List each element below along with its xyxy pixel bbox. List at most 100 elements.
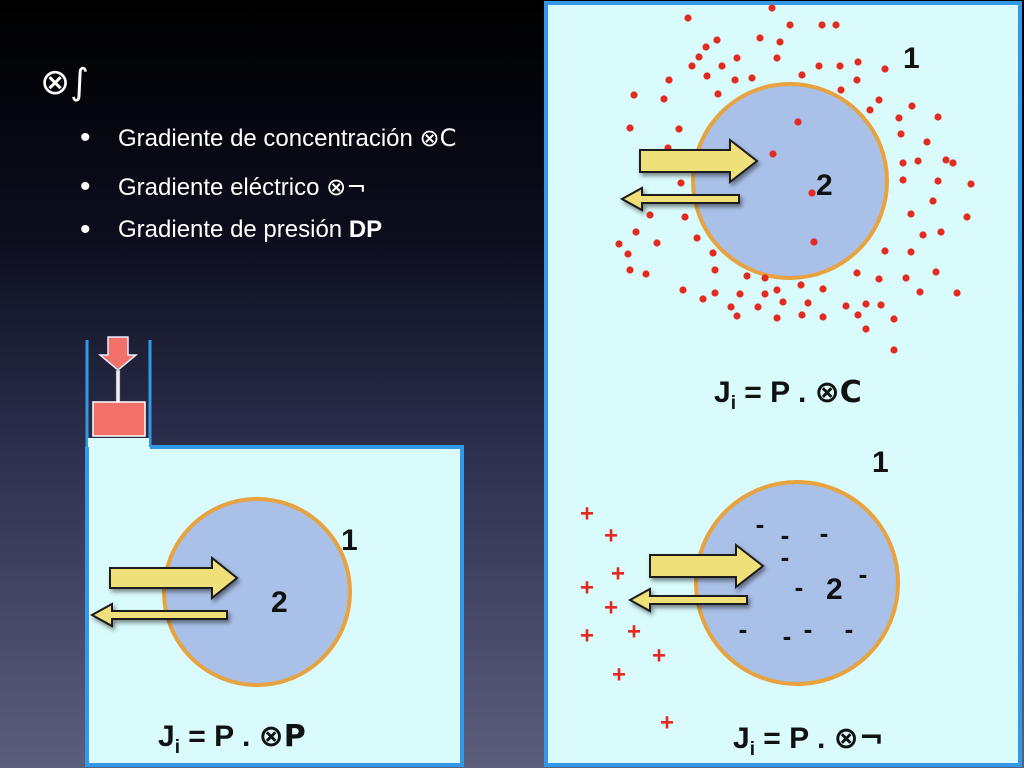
formula-subscript: i (175, 737, 180, 758)
particle-dot (908, 102, 916, 110)
influx-arrow-icon (639, 137, 759, 185)
particle-dot (875, 275, 883, 283)
particle-dot (895, 114, 903, 122)
particle-dot (810, 238, 818, 246)
particle-dot (761, 274, 769, 282)
particle-dot (914, 157, 922, 165)
particle-dot (877, 301, 885, 309)
particle-dot (684, 14, 692, 22)
bullet-text: Gradiente eléctrico ⊗¬ (118, 173, 366, 202)
negative-charge: - (859, 559, 868, 589)
particle-dot (907, 248, 915, 256)
negative-charge: - (781, 542, 790, 572)
particle-dot (702, 43, 710, 51)
particle-dot (769, 150, 777, 158)
particle-dot (929, 197, 937, 205)
particle-dot (794, 118, 802, 126)
bullet-concentration: • Gradiente de concentración ⊗C (80, 123, 456, 153)
particle-dot (626, 124, 634, 132)
formula-subscript: i (750, 739, 755, 760)
negative-charge: - (739, 614, 748, 644)
particle-dot (679, 286, 687, 294)
particle-dot (797, 281, 805, 289)
particle-dot (703, 72, 711, 80)
particle-dot (819, 313, 827, 321)
particle-dot (756, 34, 764, 42)
positive-charge: + (580, 500, 594, 527)
efflux-arrow-icon (627, 587, 748, 613)
particle-dot (709, 249, 717, 257)
formula-middle: = P . (180, 720, 259, 753)
charge-cloud: ++++++++++---------- (580, 500, 867, 736)
particle-dot (714, 90, 722, 98)
particle-dot (934, 113, 942, 121)
piston-cylinder-walls (85, 340, 152, 447)
bullet-dot: • (80, 170, 91, 203)
positive-charge: + (604, 594, 618, 621)
outside-label: 1 (903, 42, 920, 75)
particle-dot (866, 106, 874, 114)
particle-dot (699, 295, 707, 303)
bullet-text: Gradiente de concentración ⊗C (118, 124, 456, 153)
particle-dot (665, 76, 673, 84)
particle-dot (798, 311, 806, 319)
particle-dot (773, 286, 781, 294)
particle-dot (815, 62, 823, 70)
particle-dot (897, 130, 905, 138)
particle-dot (773, 54, 781, 62)
pressure-down-arrow-icon (97, 336, 139, 371)
formula-j: J (714, 376, 731, 409)
bullet-label: Gradiente de presión (118, 216, 349, 243)
bullet-electric: • Gradiente eléctrico ⊗¬ (80, 172, 366, 202)
inside-label: 2 (816, 169, 833, 202)
negative-charge: - (781, 520, 790, 550)
particle-dot (731, 76, 739, 84)
particle-dot (937, 228, 945, 236)
influx-arrow-icon (649, 542, 765, 590)
particle-dot (837, 86, 845, 94)
particle-dot (681, 213, 689, 221)
bullet-symbol: ⊗C (419, 123, 457, 152)
particle-dot (733, 54, 741, 62)
particle-dot (632, 228, 640, 236)
particle-dot (934, 177, 942, 185)
bullet-symbol: ⊗¬ (326, 172, 367, 201)
particle-dot (942, 156, 950, 164)
particle-dot (853, 76, 861, 84)
particle-dot (953, 289, 961, 297)
particle-dot (615, 240, 623, 248)
particle-dot (660, 95, 668, 103)
formula-j: J (158, 720, 175, 753)
particle-dot (630, 91, 638, 99)
particle-dot (626, 266, 634, 274)
electric-section: ++++++++++---------- 1 2 Ji = P . ⊗¬ (580, 446, 900, 760)
particle-dot (853, 269, 861, 277)
particle-dot (854, 58, 862, 66)
pressure-panel-border (85, 445, 464, 767)
particle-dot (832, 21, 840, 29)
electric-formula: Ji = P . ⊗¬ (733, 721, 884, 760)
particle-dot (776, 38, 784, 46)
particle-dot (899, 159, 907, 167)
electric-cell (694, 480, 900, 686)
bullet-label: Gradiente eléctrico (118, 173, 327, 201)
bullet-label: Gradiente de concentración (118, 124, 420, 152)
particle-dot (902, 274, 910, 282)
particle-dot (836, 62, 844, 70)
formula-subscript: i (731, 393, 736, 414)
particle-dot (916, 288, 924, 296)
particle-dot (875, 96, 883, 104)
positive-charge: + (580, 622, 594, 649)
formula-middle: = P . (755, 722, 834, 755)
particle-dot (798, 71, 806, 79)
efflux-arrow-icon (619, 186, 740, 212)
particle-dot (818, 21, 826, 29)
outside-label: 1 (872, 446, 889, 479)
piston-gap (88, 438, 149, 450)
piston-rod (115, 369, 121, 404)
heading-symbols: ⊗∫ (40, 62, 89, 103)
particle-dot (967, 180, 975, 188)
particle-dot (713, 36, 721, 44)
particle-dot (899, 176, 907, 184)
